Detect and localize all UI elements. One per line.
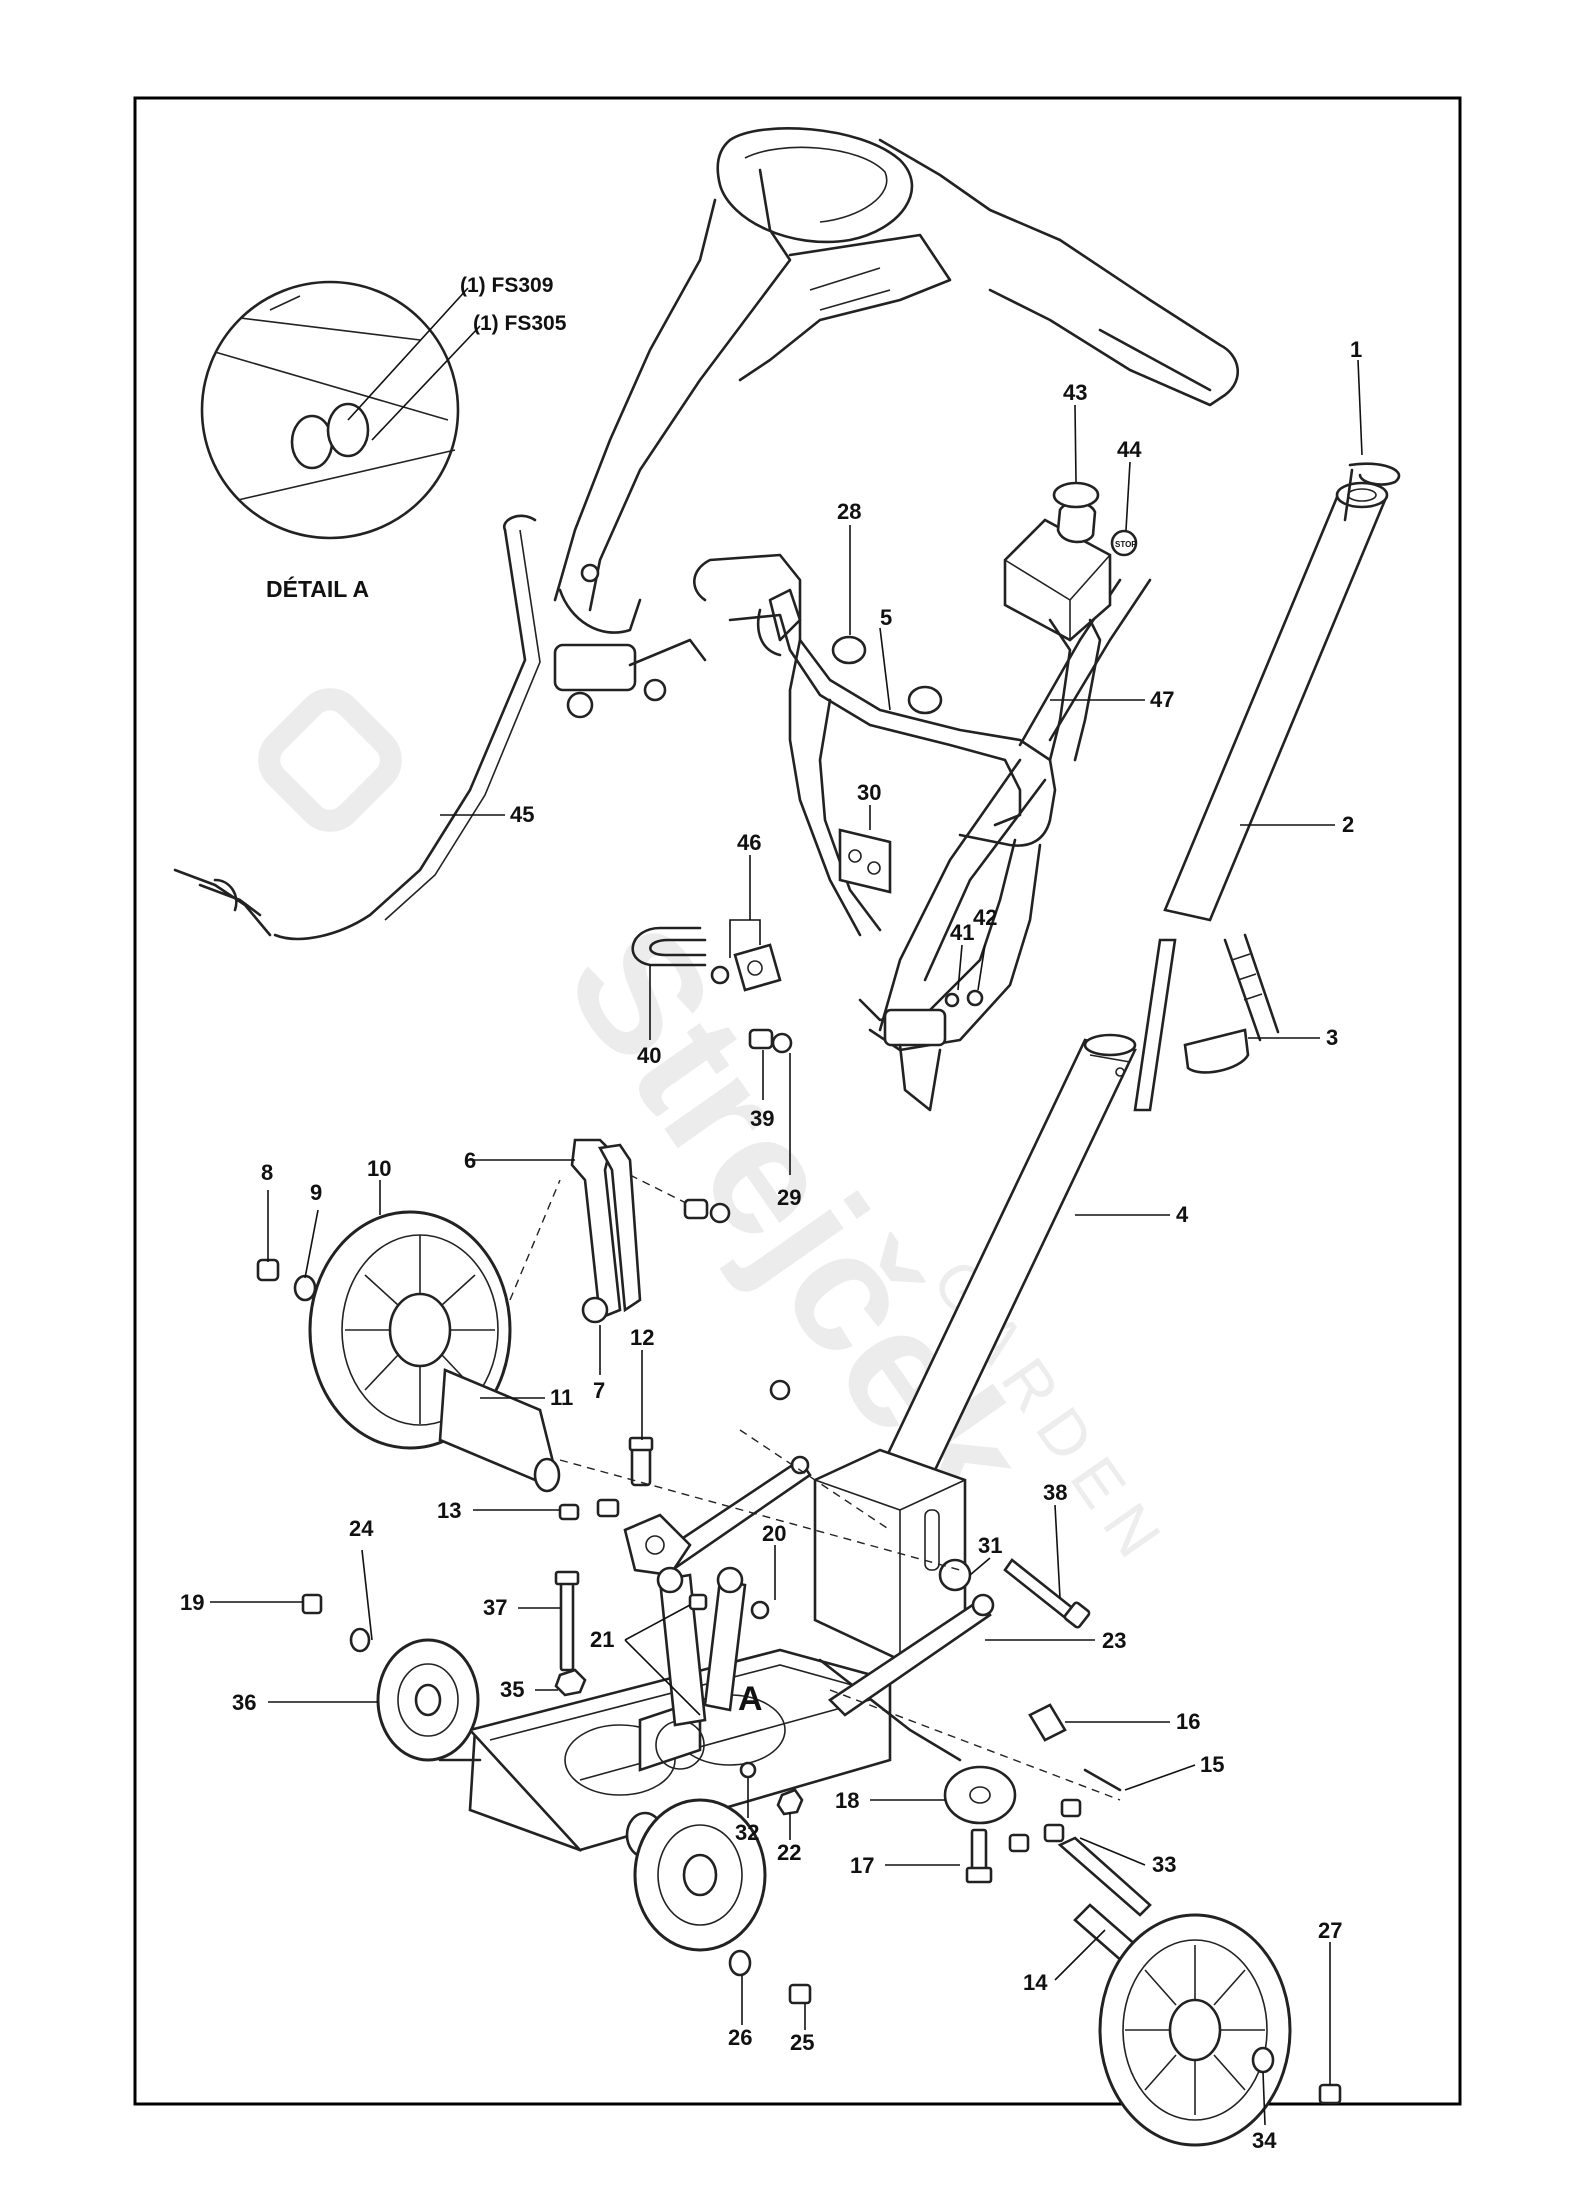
callout-28: 28 (837, 499, 861, 524)
callout-15: 15 (1200, 1752, 1224, 1777)
callout-25: 25 (790, 2030, 814, 2055)
lever-45 (173, 514, 541, 941)
detail-label-fs305: (1) FS305 (473, 312, 567, 335)
callout-41: 41 (950, 920, 974, 945)
callout-5: 5 (880, 605, 892, 630)
wheel-36 (301, 1593, 480, 1762)
wrench-6 (570, 1138, 731, 1324)
wheel-right (1073, 1903, 1342, 2147)
leader-lines (210, 359, 1363, 2126)
callout-19: 19 (180, 1590, 204, 1615)
callout-8: 8 (261, 1160, 273, 1185)
callout-37: 37 (483, 1595, 507, 1620)
u-bolt-40 (631, 926, 707, 967)
callout-33: 33 (1152, 1852, 1176, 1877)
callout-2: 2 (1342, 812, 1354, 837)
callout-4: 4 (1176, 1202, 1189, 1227)
callout-18: 18 (835, 1788, 859, 1813)
callout-13: 13 (437, 1498, 461, 1523)
callout-44: 44 (1117, 437, 1142, 462)
callout-21: 21 (590, 1627, 614, 1652)
small-nuts-41-42 (944, 989, 984, 1008)
chassis (438, 1379, 1122, 1852)
callout-30: 30 (857, 780, 881, 805)
callout-39: 39 (750, 1106, 774, 1131)
callout-24: 24 (349, 1516, 374, 1541)
callout-34: 34 (1252, 2128, 1277, 2153)
callout-43: 43 (1063, 380, 1087, 405)
callout-38: 38 (1043, 1480, 1067, 1505)
callout-45: 45 (510, 802, 534, 827)
callout-1: 1 (1350, 337, 1362, 362)
callout-23: 23 (1102, 1628, 1126, 1653)
column-block: STOP (1003, 481, 1137, 762)
screw-3 (1183, 933, 1280, 1074)
callout-11: 11 (550, 1385, 573, 1410)
hub-18 (943, 1765, 1152, 1917)
callout-22: 22 (777, 1840, 801, 1865)
callout-47: 47 (1150, 687, 1174, 712)
callout-6: 6 (464, 1148, 476, 1173)
stop-sign-text: STOP (1115, 540, 1137, 549)
saw-head-context (553, 127, 1240, 719)
tube-2 (1163, 462, 1401, 922)
callout-labels: 1 2 3 4 5 6 7 8 9 10 11 12 13 14 15 16 1… (180, 337, 1362, 2153)
detail-label-fs309: (1) FS309 (460, 274, 553, 297)
callout-9: 9 (310, 1180, 322, 1205)
callout-29: 29 (777, 1185, 801, 1210)
callout-12: 12 (630, 1325, 654, 1350)
section-marker-a: A (738, 1680, 763, 1718)
callout-31: 31 (978, 1533, 1002, 1558)
detail-title: DÉTAIL A (266, 575, 369, 602)
callout-16: 16 (1176, 1709, 1200, 1734)
wheel-10 (256, 1179, 561, 1493)
bolt-39-washer-29 (748, 1028, 793, 1054)
callout-20: 20 (762, 1521, 786, 1546)
callout-42: 42 (973, 905, 997, 930)
wheel-front-left (625, 1798, 812, 2005)
callout-10: 10 (367, 1156, 391, 1181)
callout-40: 40 (637, 1043, 661, 1068)
frame-border (133, 96, 1462, 2106)
callout-26: 26 (728, 2025, 752, 2050)
callout-3: 3 (1326, 1025, 1338, 1050)
detail-a: (1) FS309 (1) FS305 DÉTAIL A (200, 274, 567, 602)
bracket-46 (710, 919, 782, 992)
callout-32: 32 (735, 1820, 759, 1845)
callout-36: 36 (232, 1690, 256, 1715)
callout-46: 46 (737, 830, 761, 855)
callout-17: 17 (850, 1853, 874, 1878)
callout-27: 27 (1318, 1918, 1342, 1943)
callout-7: 7 (593, 1378, 605, 1403)
handle-frame (693, 553, 1152, 1112)
callout-14: 14 (1023, 1970, 1048, 1995)
callout-35: 35 (500, 1677, 524, 1702)
